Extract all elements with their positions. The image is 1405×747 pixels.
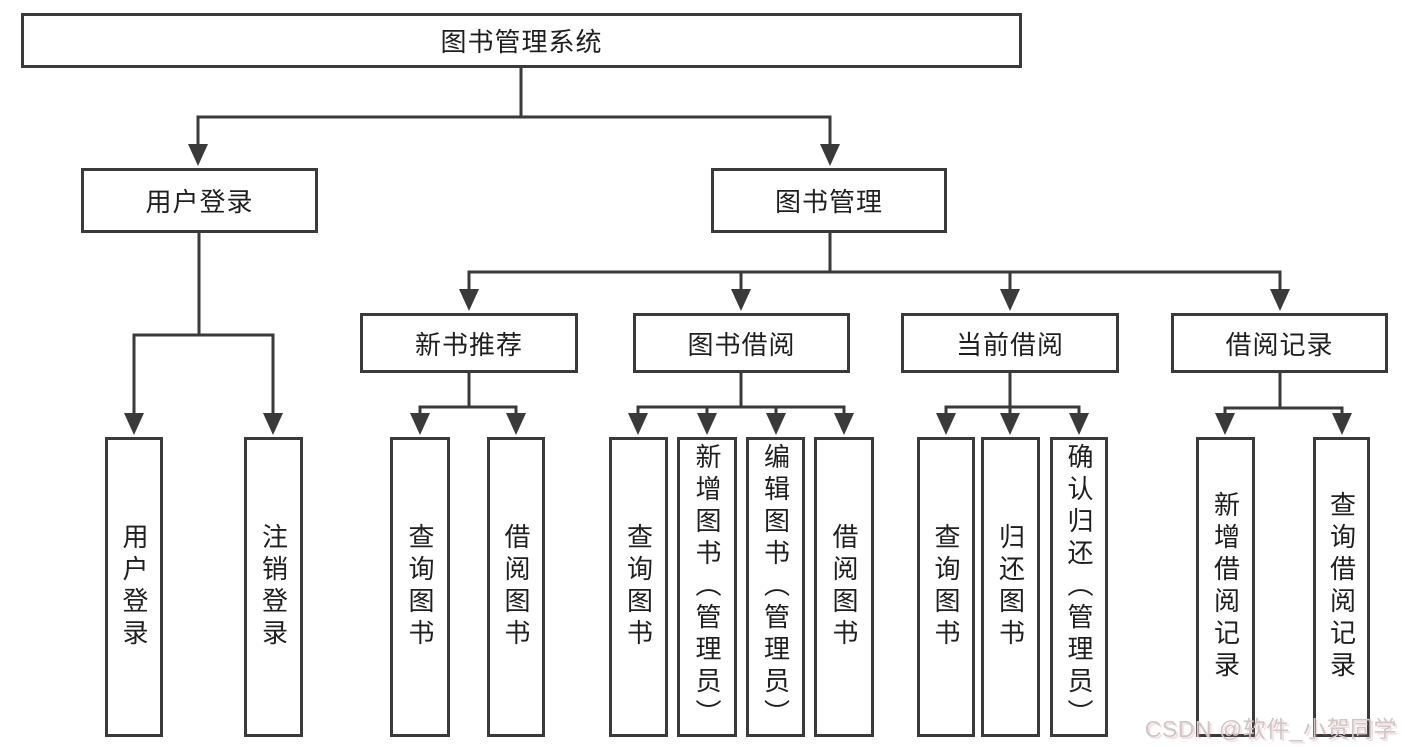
node-book-borrowing: 图书借阅 bbox=[633, 313, 850, 373]
leaf-return-books: 归还图书 bbox=[981, 437, 1040, 737]
node-borrowing-records: 借阅记录 bbox=[1171, 313, 1388, 373]
node-library-management-system: 图书管理系统 bbox=[21, 13, 1022, 68]
node-new-book-recommendation: 新书推荐 bbox=[360, 313, 578, 373]
leaf-query-books-recommend: 查询图书 bbox=[390, 437, 450, 737]
node-current-borrowing: 当前借阅 bbox=[901, 313, 1119, 373]
leaf-borrow-books-recommend: 借阅图书 bbox=[487, 437, 545, 737]
leaf-user-login: 用户登录 bbox=[105, 437, 163, 737]
leaf-edit-books-admin: 编辑图书（管理员） bbox=[746, 437, 805, 737]
leaf-add-books-admin: 新增图书（管理员） bbox=[677, 437, 737, 737]
leaf-query-borrow-record: 查询借阅记录 bbox=[1313, 437, 1370, 737]
leaf-add-borrow-record: 新增借阅记录 bbox=[1196, 437, 1255, 737]
leaf-borrow-books: 借阅图书 bbox=[814, 437, 874, 737]
node-book-management-branch: 图书管理 bbox=[711, 168, 947, 233]
leaf-logout: 注销登录 bbox=[244, 437, 303, 737]
node-user-login-branch: 用户登录 bbox=[81, 168, 318, 233]
leaf-query-books-borrow: 查询图书 bbox=[609, 437, 668, 737]
csdn-watermark: CSDN @软件_小贺同学 bbox=[1144, 716, 1397, 742]
leaf-query-books-current: 查询图书 bbox=[917, 437, 975, 737]
leaf-confirm-return-admin: 确认归还（管理员） bbox=[1050, 437, 1108, 737]
